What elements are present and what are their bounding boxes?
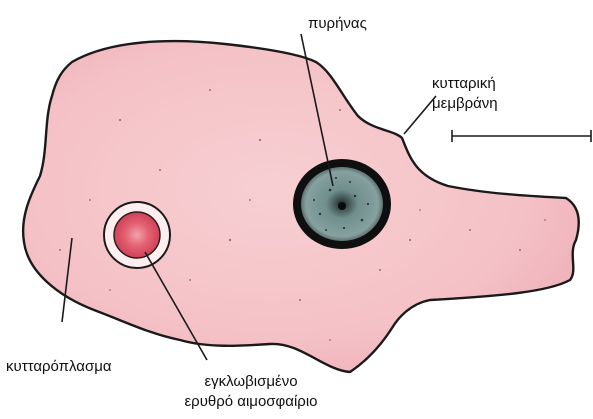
engulfed-rbc-label-line2: ερυθρό αιμοσφαίριο <box>140 392 362 412</box>
engulfed-red-blood-cell <box>104 202 170 268</box>
nucleus <box>293 159 391 249</box>
engulfed-rbc-label: εγκλωβισμένο ερυθρό αιμοσφαίριο <box>140 372 362 412</box>
nucleus-label: πυρήνας <box>308 14 367 34</box>
cytoplasm-label: κυτταρόπλασμα <box>6 357 112 377</box>
cell-membrane-label-line1: κυτταρική <box>432 74 498 94</box>
engulfed-rbc-label-line1: εγκλωβισμένο <box>140 372 362 392</box>
cell-membrane-label-line2: μεμβράνη <box>432 94 498 114</box>
cell-membrane-label: κυτταρική μεμβράνη <box>432 74 498 114</box>
scale-bar <box>452 130 591 142</box>
